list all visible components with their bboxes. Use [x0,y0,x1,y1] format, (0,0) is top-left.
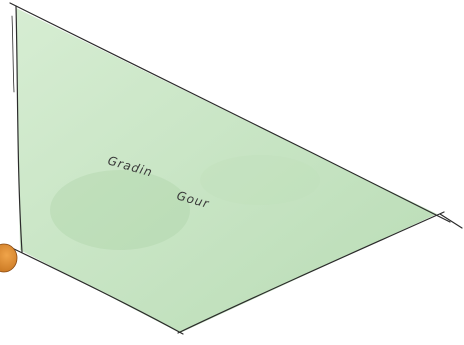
wash-blotch [200,155,320,205]
orange-object [0,244,17,272]
wash-blotch [50,170,190,250]
